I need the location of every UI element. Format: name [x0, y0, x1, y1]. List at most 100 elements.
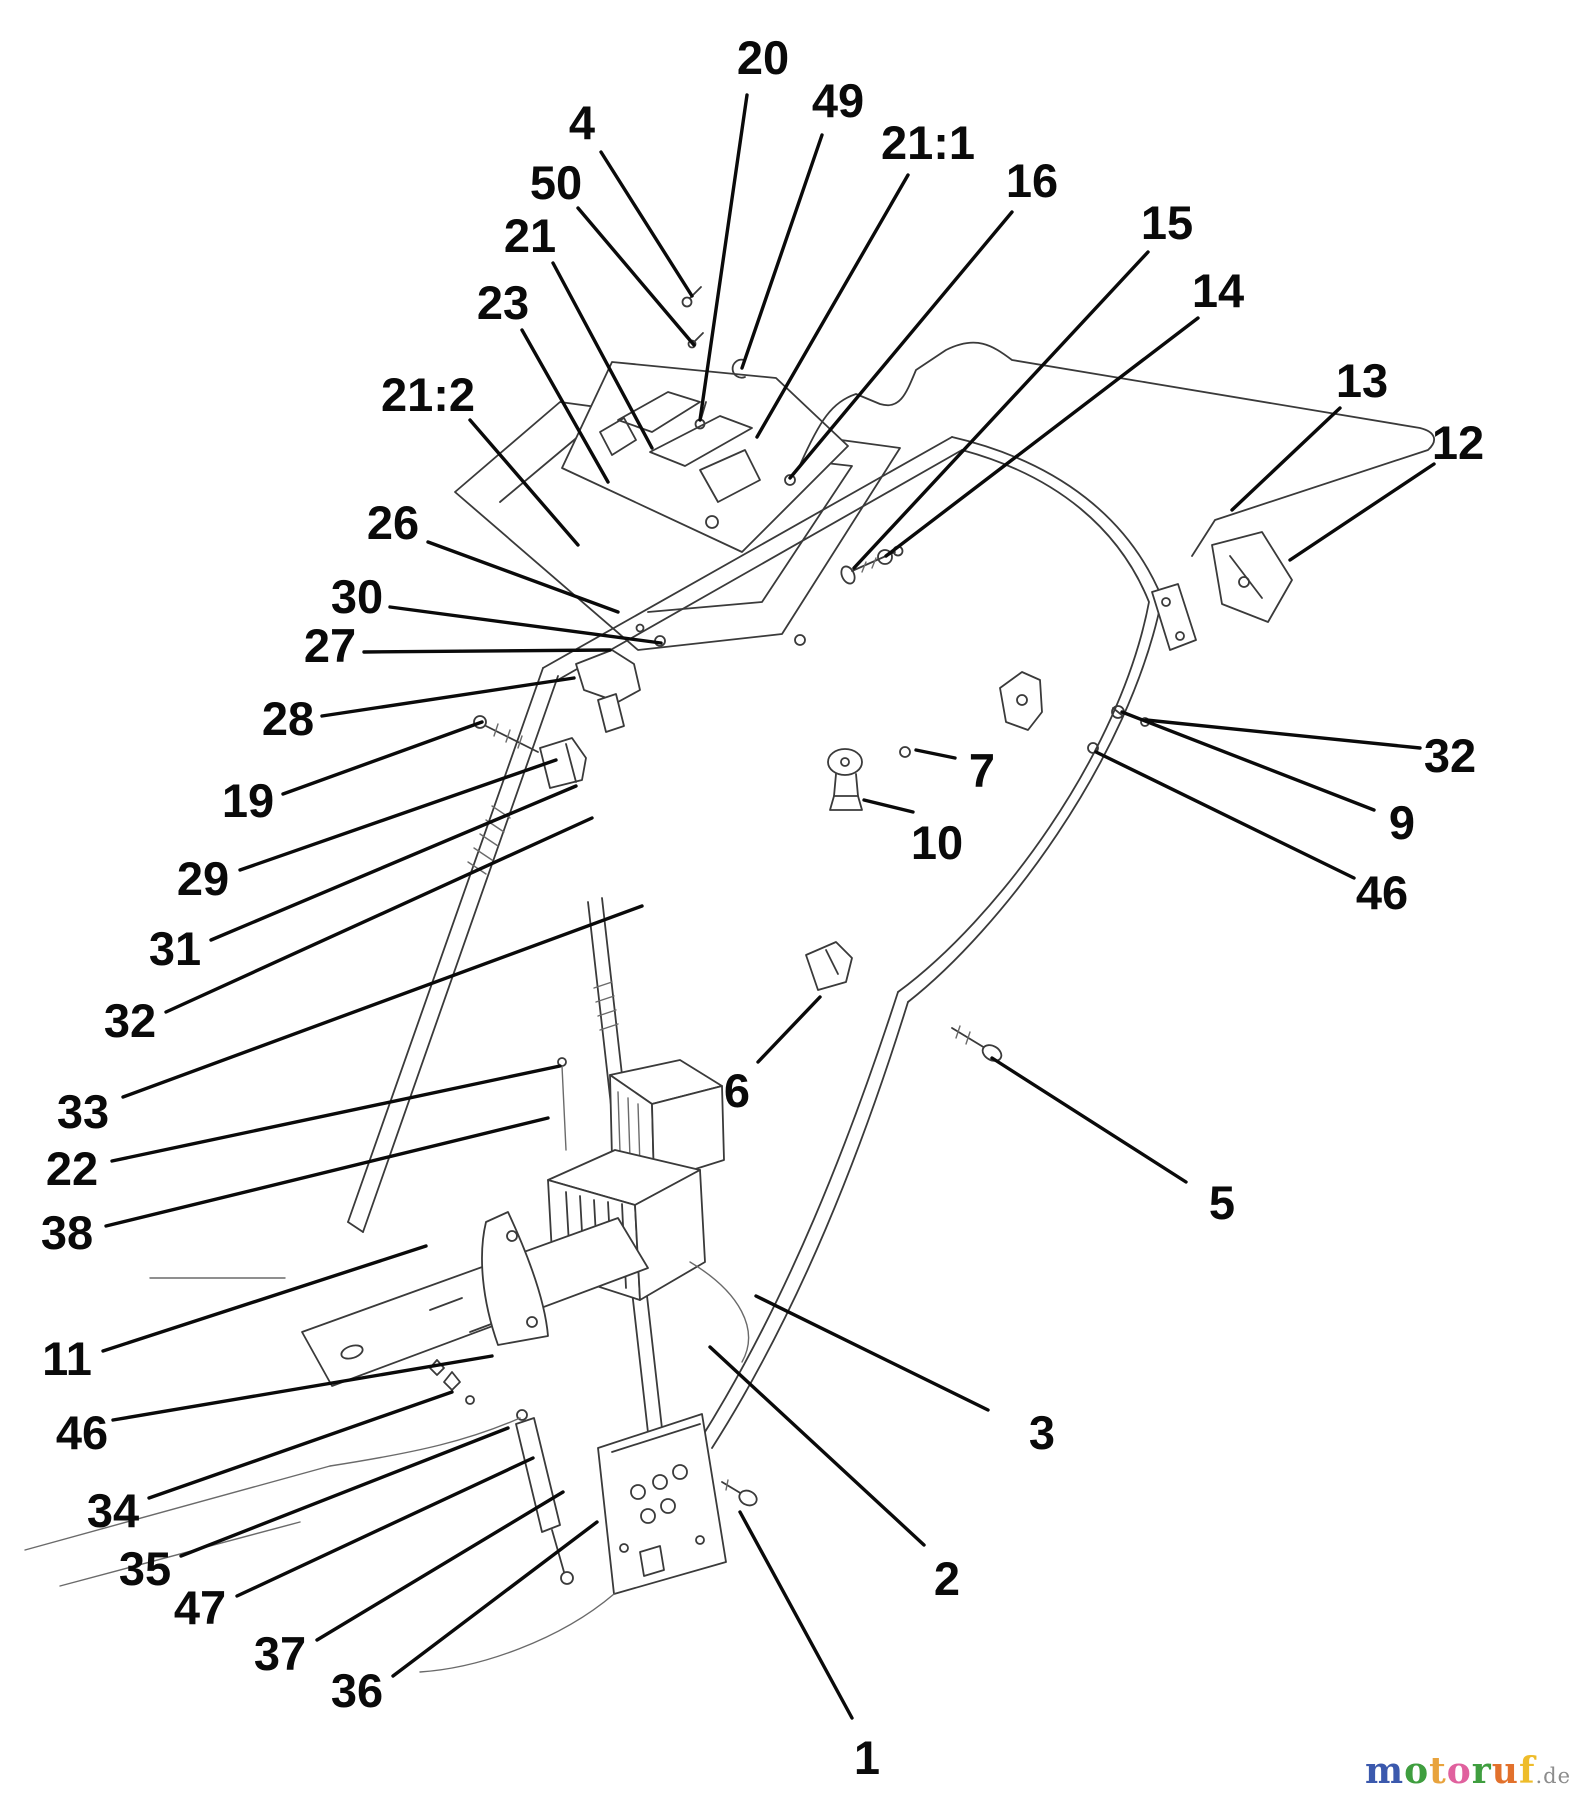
callout-label-31: 31 — [149, 922, 201, 975]
callout-label-21-1: 21:1 — [881, 116, 975, 169]
leader-line-5 — [990, 1056, 1188, 1184]
watermark-letter: f — [1518, 1750, 1536, 1792]
leader-line-30 — [388, 605, 663, 645]
leader-line-50 — [576, 206, 696, 347]
leader-line-26 — [426, 540, 620, 614]
leader-line-4 — [599, 150, 694, 298]
clip-and-screw-art — [805, 941, 1003, 1062]
callout-label-30: 30 — [331, 570, 383, 623]
leader-line-1 — [738, 1510, 854, 1720]
callout-label-35: 35 — [119, 1542, 171, 1595]
deck-bracket-art — [597, 1413, 758, 1595]
upper-handle-art — [347, 436, 1197, 1233]
callout-label-46L: 46 — [56, 1406, 108, 1459]
callout-label-9: 9 — [1389, 796, 1415, 849]
callout-label-27: 27 — [304, 619, 356, 672]
control-panel-art — [454, 361, 901, 651]
leader-line-9 — [1120, 710, 1376, 812]
callout-label-15: 15 — [1141, 196, 1193, 249]
callout-label-37: 37 — [254, 1627, 306, 1680]
leader-line-12 — [1288, 462, 1436, 562]
leader-line-35 — [179, 1426, 510, 1558]
callout-label-13: 13 — [1336, 354, 1388, 407]
callout-label-28: 28 — [262, 692, 314, 745]
callout-label-10: 10 — [911, 816, 963, 869]
leader-line-46L — [111, 1354, 494, 1422]
leader-line-46R — [1094, 750, 1356, 880]
leader-line-7 — [914, 748, 957, 760]
callout-label-29: 29 — [177, 852, 229, 905]
battery-art — [547, 1057, 750, 1363]
callout-label-21-2: 21:2 — [381, 368, 475, 421]
watermark-letter: m — [1365, 1750, 1405, 1792]
callout-label-2: 2 — [934, 1552, 960, 1605]
watermark-suffix: .de — [1535, 1764, 1571, 1788]
callout-label-34: 34 — [87, 1484, 139, 1537]
leader-line-21 — [551, 261, 654, 450]
leader-line-15 — [852, 250, 1150, 570]
callout-label-5: 5 — [1209, 1176, 1235, 1229]
leader-line-38 — [104, 1116, 550, 1228]
callout-label-23: 23 — [477, 276, 529, 329]
watermark-wordmark: motoruf — [1365, 1750, 1535, 1792]
leader-line-3 — [754, 1294, 990, 1412]
handle-hardware-art — [840, 545, 1150, 758]
leader-line-29 — [238, 758, 558, 872]
callout-label-32R: 32 — [1424, 729, 1476, 782]
leader-line-6 — [756, 995, 822, 1064]
leader-line-31 — [209, 784, 578, 942]
callout-label-16: 16 — [1006, 154, 1058, 207]
mount-plate-art — [301, 1211, 649, 1585]
deck-outline-art — [24, 1277, 615, 1673]
mower-handle-assembly-art — [24, 286, 1435, 1673]
callout-label-33: 33 — [57, 1085, 109, 1138]
leader-line-21-1 — [755, 173, 910, 439]
callout-label-46R: 46 — [1356, 866, 1408, 919]
leader-line-21-2 — [468, 418, 580, 547]
leader-line-32L — [164, 816, 594, 1014]
callout-label-14: 14 — [1192, 264, 1244, 317]
callout-label-47: 47 — [174, 1581, 226, 1634]
callout-label-22: 22 — [46, 1142, 98, 1195]
cable-art — [799, 341, 1435, 623]
callout-label-50: 50 — [530, 156, 582, 209]
leader-line-11 — [101, 1244, 428, 1353]
leader-line-27 — [362, 648, 612, 654]
leader-line-36 — [391, 1520, 599, 1678]
leader-line-2 — [708, 1345, 926, 1547]
leader-line-13 — [1230, 406, 1342, 512]
watermark-letter: o — [1446, 1750, 1472, 1792]
leader-line-37 — [315, 1490, 565, 1642]
callout-label-36: 36 — [331, 1664, 383, 1717]
leader-line-32R — [1144, 718, 1422, 750]
watermark-letter: o — [1404, 1750, 1430, 1792]
leader-line-34 — [147, 1390, 454, 1500]
leader-line-20 — [698, 93, 749, 422]
watermark-letter: r — [1471, 1750, 1492, 1792]
callout-label-6: 6 — [724, 1064, 750, 1117]
leader-line-22 — [110, 1064, 562, 1163]
leader-line-47 — [235, 1456, 535, 1598]
callout-label-38: 38 — [41, 1206, 93, 1259]
leader-line-16 — [788, 210, 1014, 480]
leader-line-23 — [520, 328, 610, 484]
callout-label-4: 4 — [569, 96, 595, 149]
callout-label-20: 20 — [737, 31, 789, 84]
callout-label-12: 12 — [1432, 416, 1484, 469]
grip-hatch-art — [593, 981, 619, 1031]
callout-label-3: 3 — [1029, 1406, 1055, 1459]
callout-label-11: 11 — [42, 1332, 92, 1385]
leader-line-28 — [320, 676, 576, 718]
leader-line-19 — [281, 720, 484, 796]
callout-label-7: 7 — [969, 744, 995, 797]
callout-label-32L: 32 — [104, 994, 156, 1047]
watermark-letter: t — [1429, 1750, 1447, 1792]
callout-label-26: 26 — [367, 496, 419, 549]
callout-label-49: 49 — [812, 74, 864, 127]
leader-line-14 — [884, 316, 1200, 558]
leader-line-49 — [740, 133, 824, 370]
leader-line-10 — [862, 798, 915, 814]
